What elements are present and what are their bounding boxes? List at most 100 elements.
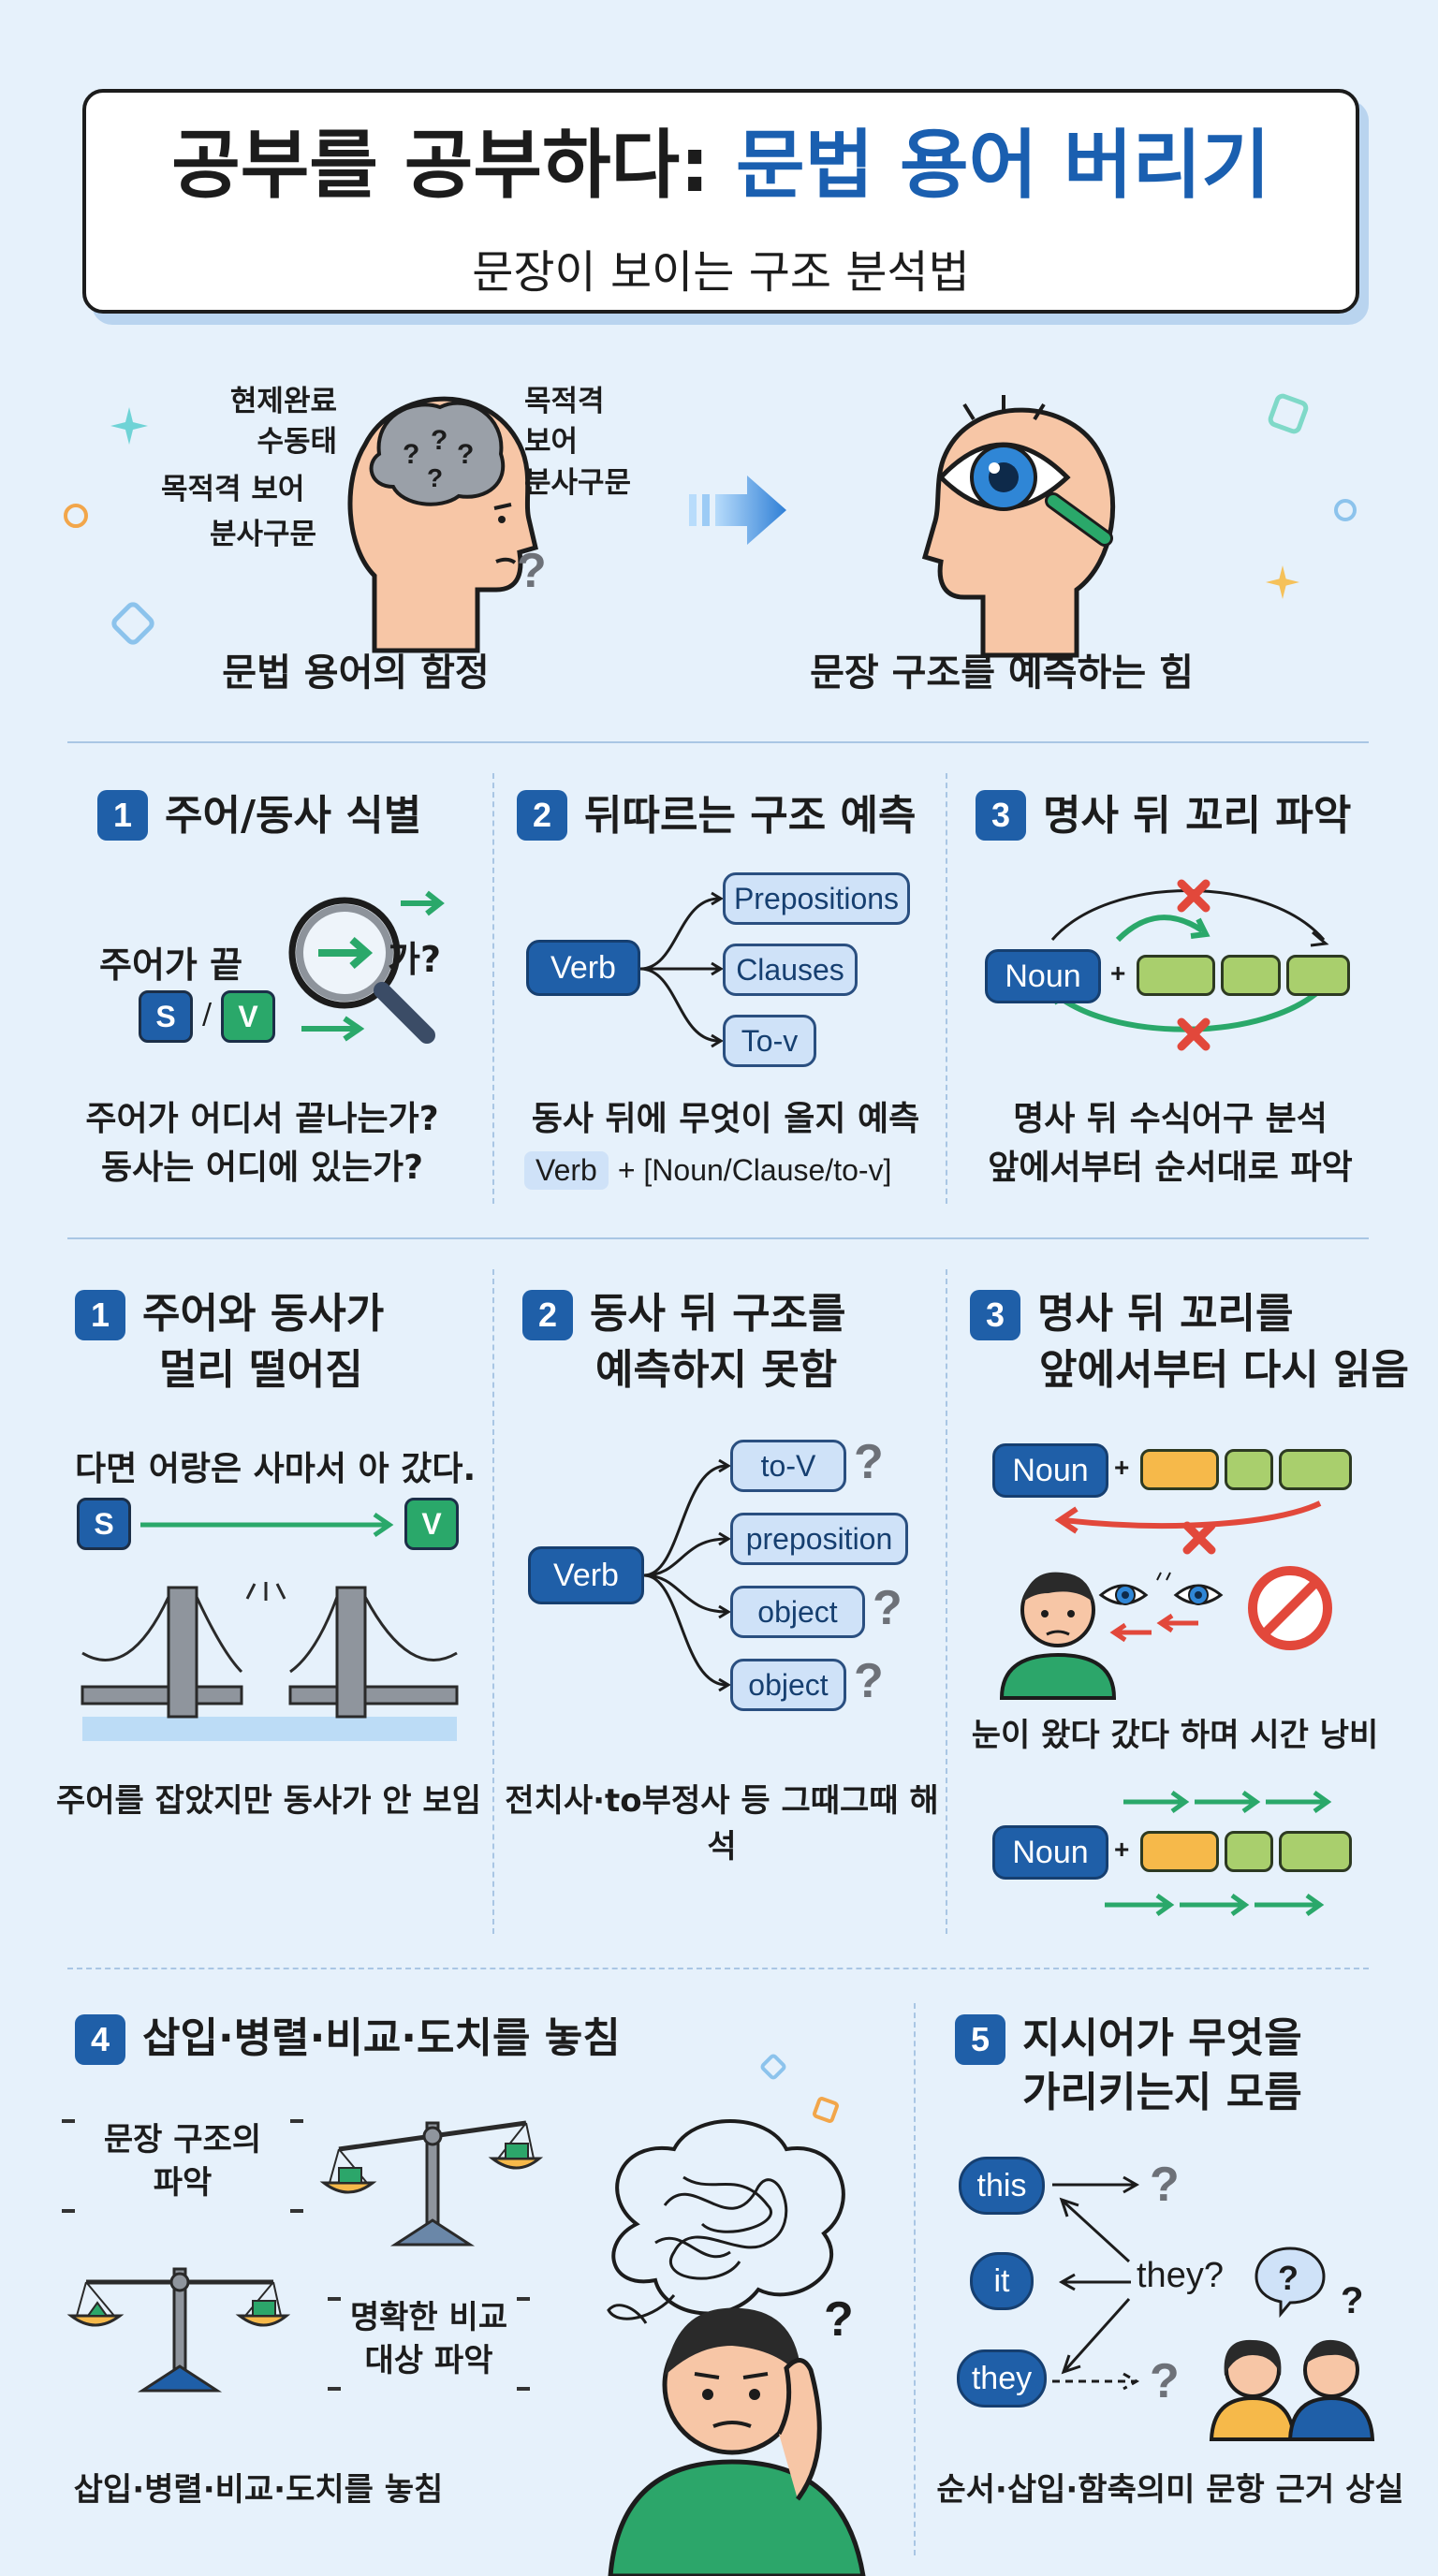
diamond-icon xyxy=(111,602,154,645)
divider xyxy=(67,1237,1369,1239)
branch-arrows xyxy=(639,891,724,1048)
thinking-person-icon xyxy=(608,2307,866,2576)
problem-2-badge: 2 xyxy=(522,1290,573,1340)
scale-icon xyxy=(66,2267,291,2393)
prohibited-icon xyxy=(1248,1566,1332,1650)
verb-chip: Verb xyxy=(528,1546,644,1604)
question-icon: ? xyxy=(854,1435,884,1489)
skill-1-demo-left: 주어가 끝 xyxy=(99,944,243,986)
tangled-thoughts-icon xyxy=(607,2119,845,2324)
diamond-icon xyxy=(760,2054,786,2080)
formula-verb: Verb xyxy=(524,1151,609,1190)
title-black: 공부를 공부하다: xyxy=(171,122,711,209)
skill-2-caption: 동사 뒤에 무엇이 올지 예측 xyxy=(531,1100,920,1138)
arrow-green-icon xyxy=(301,1016,365,1042)
box-line: 파악 xyxy=(153,2163,213,2202)
question-icon: ? xyxy=(1341,2280,1364,2321)
modifier-block xyxy=(1140,1449,1219,1490)
branch-chip: object xyxy=(730,1586,865,1638)
terms-right: 목적격 보어 분사구문 xyxy=(524,382,631,504)
branch-chip: object xyxy=(730,1659,846,1711)
skill-3-caption-1: 명사 뒤 수식어구 분석 xyxy=(1013,1100,1328,1138)
green-forward-arrows xyxy=(1123,1790,1332,1814)
skill-3-title: 명사 뒤 꼬리 파악 xyxy=(1043,792,1352,840)
plus-sign: + xyxy=(1110,959,1126,988)
ring-icon xyxy=(64,504,88,528)
modifier-block xyxy=(1286,955,1350,996)
sparkle-icon xyxy=(1266,565,1299,599)
branch-chip: Clauses xyxy=(723,944,858,996)
question-icon: ? xyxy=(854,1654,884,1708)
modifier-block xyxy=(1140,1831,1219,1872)
verb-badge: V xyxy=(221,990,275,1043)
problem-2-title-1: 동사 뒤 구조를 xyxy=(590,1290,846,1338)
problem-1-badge: 1 xyxy=(75,1290,125,1340)
subject-badge: S xyxy=(77,1498,131,1550)
confused-head-icon: ? ? ? ? xyxy=(347,396,538,653)
vertical-divider xyxy=(914,2003,916,2555)
problem-3-badge: 3 xyxy=(970,1290,1020,1340)
question-icon: ? xyxy=(517,544,547,598)
box-line: 명확한 비교 xyxy=(349,2299,508,2336)
magnifier-icon xyxy=(288,897,435,1044)
modifier-block xyxy=(1221,955,1281,996)
red-back-arrow xyxy=(1054,1500,1322,1555)
verb-chip: Verb xyxy=(526,940,640,996)
branch-chip: to-V xyxy=(730,1440,846,1492)
problem-4-badge: 4 xyxy=(75,2014,125,2065)
plus-sign: + xyxy=(1114,1453,1130,1482)
skill-2-badge: 2 xyxy=(517,790,567,841)
green-forward-arrows xyxy=(1105,1893,1325,1917)
problem-5-caption: 순서·삽입·함축의미 문항 근거 상실 xyxy=(936,2471,1404,2509)
vertical-divider xyxy=(946,773,947,1204)
people-icon xyxy=(1209,2339,1375,2441)
divider xyxy=(67,1968,1369,1969)
eyes-icon xyxy=(1098,1572,1224,1643)
problem-3-title-2: 앞에서부터 다시 읽음 xyxy=(1039,1346,1409,1394)
problem-2-caption: 전치사·to부정사 등 그때그때 해석 xyxy=(505,1782,939,1866)
modifier-block xyxy=(1279,1449,1352,1490)
they-question: they? xyxy=(1137,2256,1224,2295)
box-line: 대상 파악 xyxy=(364,2341,493,2379)
problem-2-title-2: 예측하지 못함 xyxy=(595,1346,838,1394)
page-title: 공부를 공부하다: 문법 용어 버리기 xyxy=(86,124,1356,207)
problem-4-title: 삽입·병렬·비교·도치를 놓침 xyxy=(142,2014,621,2062)
problem-5-title-2: 가리키는지 모름 xyxy=(1022,2069,1302,2116)
skill-1-caption-1: 주어가 어디서 끝나는가? xyxy=(85,1100,439,1138)
subject-badge: S xyxy=(139,990,193,1043)
long-arrow xyxy=(140,1512,394,1538)
confused-person-icon xyxy=(999,1572,1117,1700)
header-card: 공부를 공부하다: 문법 용어 버리기 문장이 보이는 구조 분석법 xyxy=(82,89,1359,314)
modifier-block xyxy=(1225,1831,1273,1872)
modifier-block xyxy=(1137,955,1215,996)
term: 분사구문 xyxy=(210,518,317,551)
scale-icon xyxy=(319,2120,544,2247)
branch-chip: Prepositions xyxy=(723,872,910,925)
question-icon: ? xyxy=(824,2292,854,2347)
problem-1-title-1: 주어와 동사가 xyxy=(142,1290,385,1338)
question-icon: ? xyxy=(873,1581,902,1635)
noun-chip: Noun xyxy=(992,1825,1108,1880)
skill-2-title: 뒤따르는 구조 예측 xyxy=(584,792,917,840)
term: 현제완료 xyxy=(229,385,337,418)
slash: / xyxy=(202,998,213,1031)
problem-1-caption: 주어를 잡았지만 동사가 안 보임 xyxy=(56,1782,481,1820)
pronoun-chip: this xyxy=(959,2157,1045,2215)
svg-text:?: ? xyxy=(431,425,448,456)
skill-1-badge: 1 xyxy=(97,790,148,841)
skill-3-badge: 3 xyxy=(976,790,1026,841)
eye-head-icon xyxy=(921,395,1116,658)
verb-badge: V xyxy=(404,1498,459,1550)
structure-box: 문장 구조의 파악 xyxy=(62,2119,303,2213)
problem-4-caption: 삽입·병렬·비교·도치를 놓침 xyxy=(73,2471,444,2509)
title-blue: 문법 용어 버리기 xyxy=(736,122,1270,209)
pronoun-chip: it xyxy=(970,2252,1034,2310)
diamond-icon xyxy=(813,2097,839,2123)
problem-3-caption: 눈이 왔다 갔다 하며 시간 낭비 xyxy=(971,1717,1379,1754)
svg-text:?: ? xyxy=(403,439,419,470)
problem-3-title-1: 명사 뒤 꼬리를 xyxy=(1037,1290,1294,1338)
question-icon: ? xyxy=(1150,2158,1180,2212)
term: 보어 xyxy=(524,425,579,460)
divider xyxy=(67,741,1369,743)
branch-chip: preposition xyxy=(730,1513,908,1565)
